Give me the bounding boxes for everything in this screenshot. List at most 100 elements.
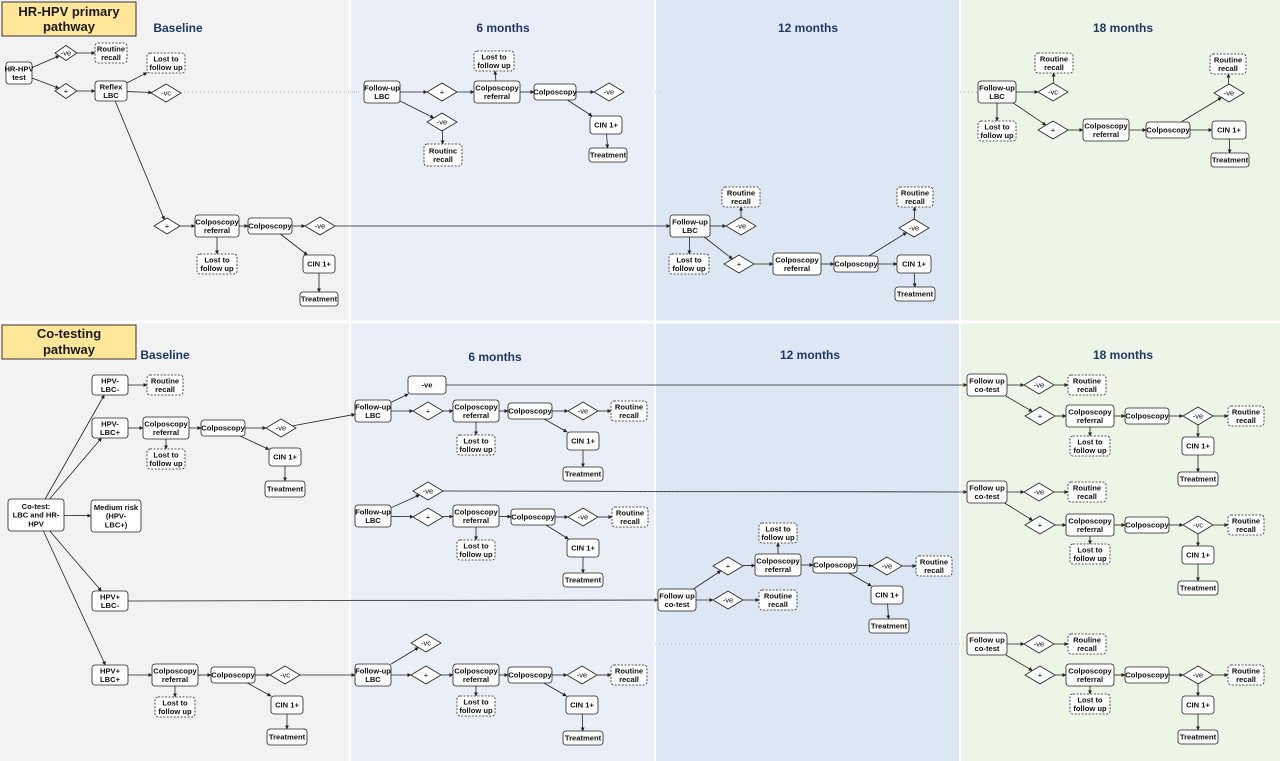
node-label: Routine xyxy=(616,508,644,517)
process-box xyxy=(94,80,128,102)
node-label: Colposcopy xyxy=(1125,671,1169,680)
terminal-box xyxy=(1227,664,1265,686)
arrow-c_test-to-c_r5 xyxy=(43,530,106,666)
node-label: Colposcopy xyxy=(1125,412,1169,421)
node-label: CIN 1+ xyxy=(1186,442,1210,451)
arrow-c18b_fu-to-c18b_pos xyxy=(1004,502,1033,521)
node-label: Routine xyxy=(727,188,755,197)
decision-diamond xyxy=(712,556,744,576)
node-p12-cneg: -ve xyxy=(898,218,930,238)
node-label: LBC xyxy=(103,91,119,100)
node-label: + xyxy=(1038,412,1043,421)
process-box xyxy=(669,214,711,238)
node-label: LBC xyxy=(682,226,698,235)
node-p12-neg: -ve xyxy=(725,216,757,236)
node-c12-neg: -ve xyxy=(712,590,744,610)
node-label: Colposcopy xyxy=(454,402,498,411)
node-c12-colp: Colposcopy xyxy=(812,556,857,574)
node-c12-cin: CIN 1+ xyxy=(870,585,904,605)
node-p6-tx: Treatment xyxy=(588,147,628,163)
terminal-box xyxy=(758,522,798,544)
decision-diamond xyxy=(1182,406,1214,426)
node-c18a-cneg: -ve xyxy=(1182,406,1214,426)
node-c6a-tx: Treatment xyxy=(562,466,604,482)
node-label: Routine xyxy=(1232,516,1260,525)
node-label: Routine xyxy=(1073,483,1101,492)
arrow-c_r5_colp-to-c_r5_cin xyxy=(247,682,272,697)
terminal-box xyxy=(423,143,463,167)
node-c6b-cneg: -ve xyxy=(567,507,599,527)
node-label: follow up xyxy=(1073,704,1107,713)
process-box xyxy=(1177,580,1219,596)
node-label: Medium risk xyxy=(94,503,139,512)
node-pb-cneg: -ve xyxy=(304,216,336,236)
node-label: -vc xyxy=(1193,521,1203,530)
node-p-pos: + xyxy=(54,83,78,99)
node-c6b-neg: -ve xyxy=(412,481,444,501)
terminal-box xyxy=(1034,52,1074,74)
cotest-period-12m: 12 months xyxy=(780,348,840,362)
node-label: Treatment xyxy=(267,485,304,494)
node-label: recall xyxy=(731,197,751,206)
node-label: Follow up xyxy=(659,591,695,600)
node-label: follow up xyxy=(459,706,493,715)
node-label: follow up xyxy=(200,264,234,273)
node-c6a-cin: CIN 1+ xyxy=(566,431,600,451)
node-c18c-colp: Colposcopy xyxy=(1124,666,1169,684)
node-label: -ve xyxy=(1193,671,1204,680)
cotest-period-baseline: Baseline xyxy=(140,348,190,362)
node-label: Routine xyxy=(764,591,792,600)
process-box xyxy=(896,254,932,274)
cotest-period-6m: 6 months xyxy=(468,350,522,364)
node-c-r3: Medium risk(HPV-LBC+) xyxy=(90,499,142,533)
node-c18a-neg: -ve xyxy=(1023,375,1055,395)
node-label: recall xyxy=(1044,63,1064,72)
node-label: + xyxy=(426,513,431,522)
terminal-box xyxy=(610,400,648,422)
node-label: Routine xyxy=(1232,407,1260,416)
node-label: Colposcopy xyxy=(1084,121,1128,130)
primary-period-6m: 6 months xyxy=(476,21,530,35)
terminal-box xyxy=(758,589,798,611)
node-label: referral xyxy=(153,428,179,437)
node-p18-neg: -vc xyxy=(1037,82,1069,102)
decision-diamond xyxy=(1023,482,1055,502)
process-box xyxy=(299,291,339,307)
node-label: + xyxy=(165,222,170,231)
process-box xyxy=(473,80,521,104)
node-label: recall xyxy=(924,566,944,575)
node-label: Colposcopy xyxy=(508,407,552,416)
node-p18-tx: Treatment xyxy=(1210,152,1250,168)
decision-diamond xyxy=(567,507,599,527)
terminal-box xyxy=(473,50,515,72)
node-p12-pos: + xyxy=(723,254,755,274)
terminal-box xyxy=(1209,53,1247,75)
process-box xyxy=(533,83,577,101)
node-label: Treatment xyxy=(1180,584,1217,593)
arrow-c6c_fu-to-c6c_neg xyxy=(390,647,419,665)
node-c6c-tx: Treatment xyxy=(562,730,604,746)
process-box xyxy=(657,588,697,612)
node-c6c-cin: CIN 1+ xyxy=(565,695,599,715)
node-c6b-pos: + xyxy=(412,507,444,527)
process-box xyxy=(1065,663,1115,687)
node-c18b-pos: + xyxy=(1024,515,1056,535)
process-box xyxy=(91,374,129,396)
node-label: Follow-up xyxy=(364,83,400,92)
process-box xyxy=(354,504,392,528)
node-c6b-cin: CIN 1+ xyxy=(566,538,600,558)
process-box xyxy=(90,499,142,533)
node-p6-colp: Colposcopy xyxy=(533,83,577,101)
node-label: referral xyxy=(765,565,791,574)
